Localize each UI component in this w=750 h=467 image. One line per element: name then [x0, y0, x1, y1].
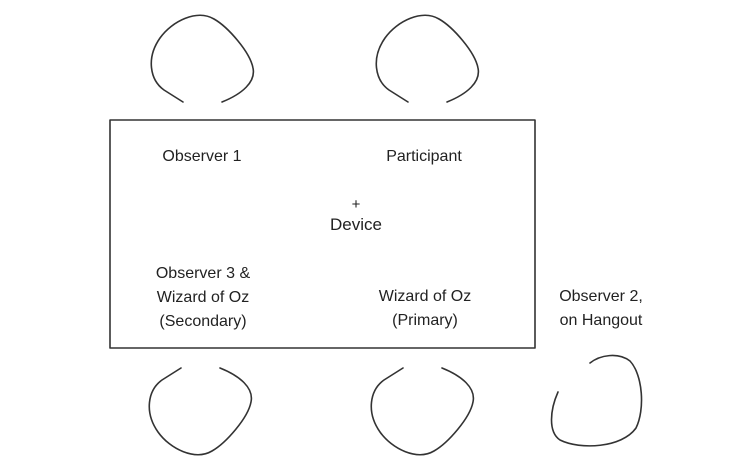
device-marker-text: +	[351, 196, 361, 213]
observer-3-line-2: Wizard of Oz	[156, 289, 250, 306]
chair-top-right	[375, 14, 480, 103]
chair-top-left	[150, 14, 255, 103]
device-label: Device	[316, 213, 396, 237]
chair-bottom-left	[148, 367, 253, 456]
chair-observer-2	[550, 354, 643, 447]
observer-1-label: Observer 1	[140, 145, 264, 169]
meeting-table	[109, 119, 536, 349]
observer-3-label: Observer 3 & Wizard of Oz (Secondary)	[128, 262, 278, 334]
observer-2-line-2: on Hangout	[559, 312, 643, 329]
observer-3-line-3: (Secondary)	[159, 313, 247, 330]
observer-2-label: Observer 2, on Hangout	[540, 285, 662, 333]
observer-1-text: Observer 1	[162, 148, 242, 165]
wizard-primary-label: Wizard of Oz (Primary)	[350, 285, 500, 333]
observer-2-line-1: Observer 2,	[559, 288, 643, 305]
device-marker: +	[349, 197, 363, 213]
wizard-primary-line-2: (Primary)	[392, 312, 458, 329]
wizard-primary-line-1: Wizard of Oz	[378, 288, 472, 305]
chair-bottom-right	[370, 367, 475, 456]
observer-3-line-1: Observer 3 &	[155, 265, 251, 282]
participant-text: Participant	[386, 148, 462, 165]
device-text: Device	[330, 215, 382, 234]
participant-label: Participant	[360, 145, 488, 169]
